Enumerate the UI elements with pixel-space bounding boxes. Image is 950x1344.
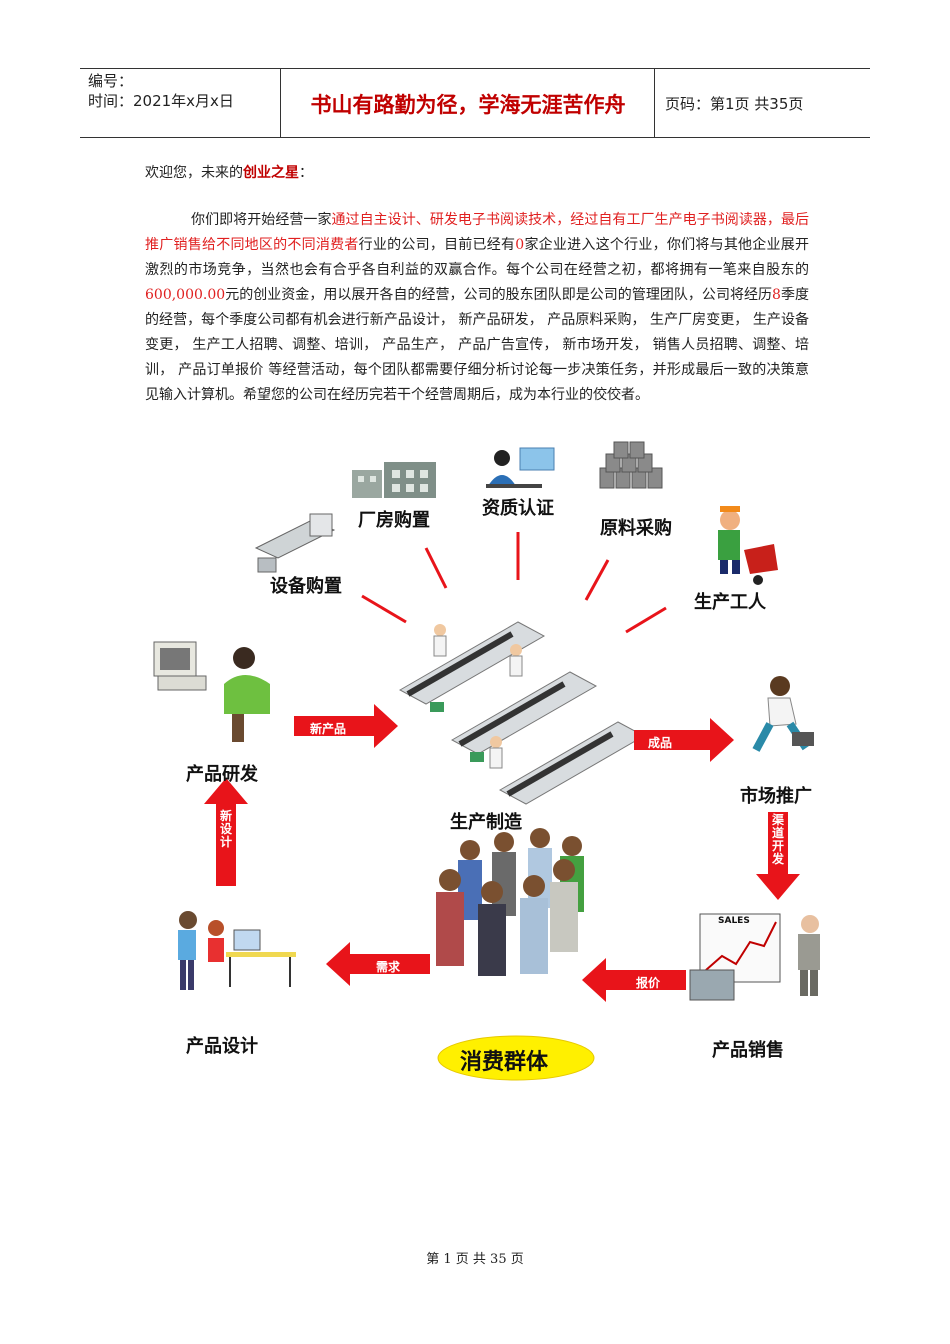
date-label: 时间：2021年x月x日 [88, 92, 234, 110]
label-consumers: 消费群体 [460, 1050, 549, 1075]
workers-line [625, 606, 667, 634]
factory-line [424, 547, 448, 589]
consumers-oval [437, 1035, 595, 1081]
label-production: 生产制造 [450, 812, 522, 833]
label-equipment: 设备购置 [270, 576, 342, 597]
greeting: 欢迎您，未来的创业之星： [145, 162, 313, 182]
label-marketing: 市场推广 [740, 786, 812, 807]
header-motto: 书山有路勤为径，学海无涯苦作舟 [310, 93, 626, 117]
production-lines-icon [398, 621, 646, 805]
arrow-label-new-product: 新产品 [310, 722, 347, 736]
arrow-label-finished: 成品 [648, 736, 673, 750]
arrow-label-new-design: 新设计 [220, 809, 233, 849]
rnd-icon [153, 641, 270, 742]
label-qualification: 资质认证 [482, 498, 554, 519]
header-page-info: 页码：第1页 共35页 [665, 95, 804, 113]
materials-icon [599, 441, 663, 489]
arrow-channel [756, 812, 800, 900]
label-materials: 原料采购 [600, 518, 672, 539]
design-icon [178, 911, 296, 990]
flow-arrows [204, 704, 800, 1002]
workers-icon [718, 506, 778, 585]
equipment-icon [254, 513, 336, 573]
arrow-finished [634, 718, 734, 762]
document-header: 编号： 时间：2021年x月x日 书山有路勤为径，学海无涯苦作舟 页码：第1页 … [80, 68, 870, 138]
marketing-icon [752, 676, 814, 752]
label-design: 产品设计 [186, 1036, 258, 1057]
business-flow-diagram: 厂房购置 资质认证 原料采购 设备购置 生产工人 生产制造 产品研发 市场推广 … [140, 440, 840, 1100]
greeting-suffix: ： [299, 165, 313, 181]
arrow-label-channel: 渠道开发 [772, 813, 785, 866]
startup-capital: 600,000.00 [145, 287, 226, 303]
header-divider [280, 69, 281, 137]
page-footer: 第 1 页 共 35 页 [426, 1252, 524, 1267]
body-text: 家企业进入这个行业，你们将与其他企业展开激烈的市场竞争，当然也会有合乎各自利益的… [145, 237, 810, 278]
label-factory: 厂房购置 [358, 510, 430, 531]
company-count: 0 [515, 237, 525, 253]
arrow-label-demand: 需求 [376, 960, 401, 974]
greeting-prefix: 欢迎您，未来的 [145, 165, 243, 181]
body-text: 你们即将开始经营一家 [191, 212, 332, 228]
header-meta: 编号： 时间：2021年x月x日 [88, 71, 234, 111]
qualification-icon [486, 447, 555, 488]
sales-icon [689, 913, 820, 1001]
materials-line [584, 559, 610, 601]
arrow-demand [326, 942, 430, 986]
greeting-highlight: 创业之星 [243, 165, 299, 181]
body-text: 季度的经营，每个季度公司都有机会进行新产品设计， 新产品研发， 产品原料采购， … [145, 287, 810, 403]
label-workers: 生产工人 [694, 592, 766, 613]
header-divider [654, 69, 655, 137]
diagram-graphics [153, 441, 820, 1081]
equipment-line [361, 594, 407, 624]
label-sales: 产品销售 [712, 1040, 784, 1061]
arrow-new-design [204, 778, 248, 886]
input-lines [361, 532, 667, 634]
body-text: 行业的公司，目前已经有 [358, 237, 516, 253]
consumers-icon [436, 828, 584, 976]
arrow-label-quote: 报价 [636, 976, 661, 990]
body-text: 元的创业资金，用以展开各自的经营，公司的股东团队即是公司的管理团队，公司将经历 [225, 287, 773, 303]
quarter-count: 8 [772, 287, 781, 303]
number-label: 编号： [88, 72, 134, 90]
arrow-quote [582, 958, 686, 1002]
arrow-new-product [294, 704, 398, 748]
sales-chart-label: SALES [718, 916, 750, 926]
factory-icon [352, 462, 436, 498]
label-rnd: 产品研发 [186, 764, 258, 785]
business-description: 通过自主设计、研发电子书阅读技术，经过自有工厂生产电子书阅读器，最后推广销售给不… [145, 212, 809, 253]
intro-paragraph: 你们即将开始经营一家通过自主设计、研发电子书阅读技术，经过自有工厂生产电子书阅读… [145, 208, 809, 408]
